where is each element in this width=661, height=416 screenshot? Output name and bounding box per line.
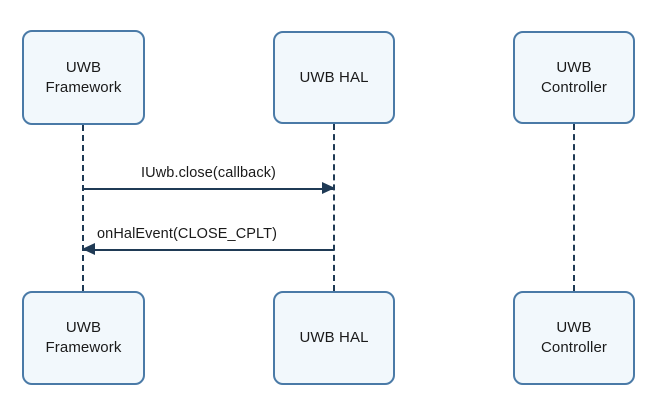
participant-box-uwb-controller-bottom[interactable]: UWB Controller	[513, 291, 635, 385]
participant-label-uwb-controller-top: UWB Controller	[540, 58, 608, 96]
participant-box-uwb-controller-top[interactable]: UWB Controller	[513, 31, 635, 124]
lifeline-uwb-hal	[333, 124, 335, 291]
arrowhead-left-icon	[82, 243, 95, 255]
lifeline-uwb-controller	[573, 124, 575, 291]
message-line-onhalevent-close-cplt	[83, 249, 334, 251]
participant-label-uwb-framework-bottom: UWB Framework	[45, 319, 122, 356]
participant-box-uwb-hal-top[interactable]: UWB HAL	[273, 31, 395, 124]
message-line-iuwb-close	[83, 188, 334, 190]
lifeline-uwb-framework	[82, 125, 84, 291]
participant-box-uwb-hal-bottom[interactable]: UWB HAL	[273, 291, 395, 385]
participant-label-uwb-framework-top: UWB Framework	[45, 58, 122, 96]
participant-box-uwb-framework-bottom[interactable]: UWB Framework	[22, 291, 145, 385]
participant-label-uwb-hal-bottom: UWB HAL	[299, 329, 369, 347]
participant-label-uwb-controller-bottom: UWB Controller	[540, 319, 608, 356]
arrowhead-right-icon	[322, 182, 335, 194]
participant-label-uwb-hal-top: UWB HAL	[299, 68, 369, 86]
message-label-iuwb-close: IUwb.close(callback)	[141, 165, 276, 181]
participant-box-uwb-framework-top[interactable]: UWB Framework	[22, 30, 145, 125]
message-label-onhalevent-close-cplt: onHalEvent(CLOSE_CPLT)	[97, 226, 278, 242]
